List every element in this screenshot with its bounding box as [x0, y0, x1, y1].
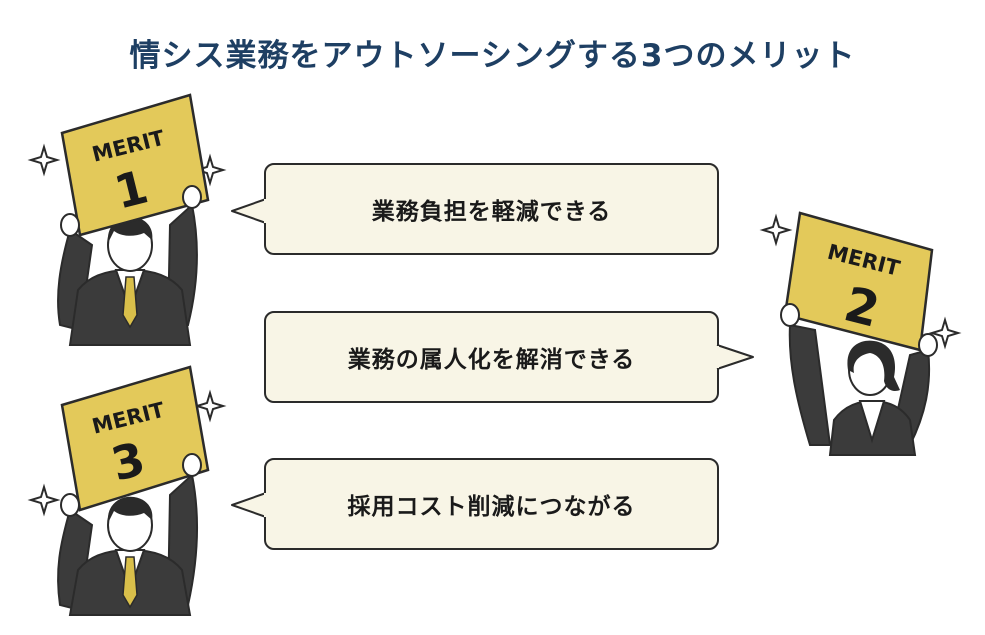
bubble-2-tail: [715, 344, 754, 370]
merit-3-sign: [60, 365, 210, 512]
merit-2-figure: MERIT 2: [759, 211, 962, 456]
bubble-3-tail-cover: [264, 493, 268, 517]
sparkle-icon: [27, 483, 61, 517]
sparkle-icon: [759, 213, 793, 247]
merit-1-bubble: 業務負担を軽減できる: [264, 163, 719, 255]
page-title: 情シス業務をアウトソーシングする3つのメリット: [129, 38, 856, 74]
sparkle-icon: [193, 389, 227, 423]
merit-3-figure: MERIT 3: [27, 365, 227, 616]
bubble-3-tail: [231, 492, 267, 518]
bubble-1-tail: [231, 198, 267, 224]
bubble-1-tail-cover: [264, 199, 268, 223]
merit-1-sign: [60, 93, 210, 237]
merit-2-bubble: 業務の属人化を解消できる: [264, 311, 719, 403]
sparkle-icon: [27, 143, 61, 177]
sparkle-icon: [928, 316, 962, 350]
merit-3-bubble: 採用コスト削減につながる: [264, 458, 719, 550]
merit-1-figure: MERIT 1: [27, 93, 227, 346]
